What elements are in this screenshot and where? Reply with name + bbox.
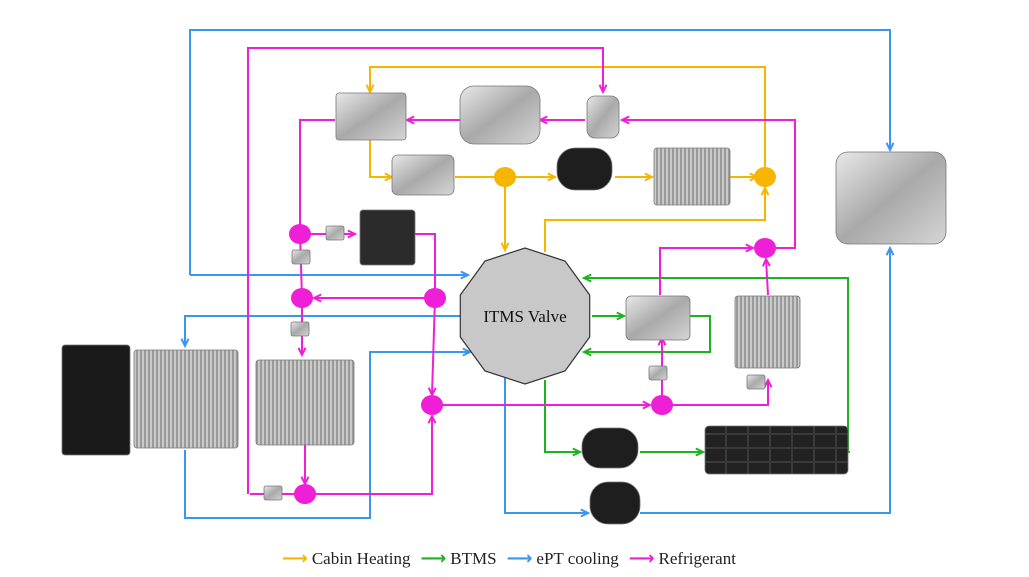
arrowhead-icon: [365, 84, 375, 95]
cabin-heating-line: [369, 66, 766, 170]
legend-label: ePT cooling: [536, 548, 619, 568]
arrow-icon: ⟶: [628, 548, 655, 569]
arrow-icon: ⟶: [506, 548, 533, 569]
refrigerant-line: [247, 47, 604, 494]
arrowhead-icon: [581, 347, 592, 357]
arrowhead-icon: [644, 172, 655, 182]
legend-label: Cabin Heating: [311, 548, 411, 568]
arrowhead-icon: [547, 172, 558, 182]
refrigerant-line: [431, 297, 436, 396]
arrowhead-icon: [500, 242, 510, 253]
junction-node: [494, 167, 516, 187]
arrowhead-icon: [311, 293, 322, 303]
arrowhead-icon: [695, 447, 706, 457]
expansion-valve: [290, 321, 310, 337]
ept-line: [189, 29, 891, 275]
arrowhead-icon: [180, 338, 190, 349]
junction-node: [424, 288, 446, 308]
cabin-heating-line: [544, 188, 766, 252]
arrow-icon: ⟶: [282, 548, 308, 569]
arrowhead-icon: [427, 413, 437, 424]
expansion-valve: [263, 485, 283, 501]
cabin-heating-line: [369, 140, 392, 178]
coolant-pump-btms: [581, 427, 639, 469]
itms-valve-body: [459, 247, 591, 385]
legend-label: BTMS: [450, 548, 497, 568]
heater-core: [653, 147, 731, 206]
arrowhead-icon: [297, 347, 307, 358]
arrowhead-icon: [572, 447, 583, 457]
arrowhead-icon: [616, 311, 627, 321]
condenser: [255, 359, 355, 446]
arrowhead-icon: [581, 273, 592, 283]
junction-node: [651, 395, 673, 415]
arrowhead-icon: [462, 347, 473, 357]
accumulator: [586, 95, 620, 139]
expansion-valve: [648, 365, 668, 381]
ptc-heater: [391, 154, 455, 196]
compressor: [459, 85, 541, 145]
refrigerant-line: [299, 119, 335, 234]
ept-line: [184, 351, 470, 519]
arrowhead-icon: [460, 270, 471, 280]
ept-line: [184, 315, 462, 346]
legend-label: Refrigerant: [658, 548, 736, 568]
junction-node: [289, 224, 311, 244]
itms-valve[interactable]: ITMS Valve: [459, 247, 591, 385]
refrigerant-line: [662, 380, 769, 406]
chiller-right: [625, 295, 691, 341]
refrigerant-line: [305, 416, 433, 495]
junction-node: [291, 288, 313, 308]
expansion-valve: [291, 249, 311, 265]
battery-pack: [704, 425, 849, 475]
junction-node: [421, 395, 443, 415]
electric-motor: [835, 151, 947, 245]
radiator: [133, 349, 239, 449]
arrowhead-icon: [885, 142, 895, 153]
junction-node: [294, 484, 316, 504]
arrowhead-icon: [760, 185, 770, 196]
btms-line: [584, 277, 850, 453]
refrigerant-line: [622, 119, 796, 249]
legend-item-btms: ⟶ BTMS: [420, 548, 496, 569]
fan: [61, 344, 131, 456]
legend-item-refrigerant: ⟶ Refrigerant: [629, 548, 736, 569]
ept-line: [504, 378, 588, 514]
refrigerant-line: [659, 247, 753, 295]
chiller-top: [335, 92, 407, 141]
arrowhead-icon: [598, 84, 608, 95]
arrowhead-icon: [885, 245, 895, 256]
coolant-pump-ept: [589, 481, 641, 525]
arrowhead-icon: [404, 115, 415, 125]
evaporator-right: [734, 295, 801, 369]
arrowhead-icon: [642, 400, 653, 410]
junction-node: [754, 167, 776, 187]
arrow-icon: ⟶: [420, 548, 447, 569]
refrigerant-line: [299, 233, 303, 299]
refrigerant-line: [765, 258, 769, 296]
legend-item-cabin-heating: ⟶ Cabin Heating: [282, 548, 410, 569]
arrowhead-icon: [745, 243, 756, 253]
expansion-valve: [325, 225, 345, 241]
btms-line: [544, 380, 580, 453]
coolant-pump-top: [556, 147, 613, 191]
legend: ⟶ Cabin Heating ⟶ BTMS ⟶ ePT cooling ⟶ R…: [282, 548, 740, 569]
itms-valve-label: ITMS Valve: [483, 307, 566, 326]
expansion-valve: [746, 374, 766, 390]
arrowhead-icon: [347, 229, 358, 239]
legend-item-ept-cooling: ⟶ ePT cooling: [507, 548, 619, 569]
ept-line: [640, 248, 891, 514]
arrowhead-icon: [619, 115, 630, 125]
junction-node: [754, 238, 776, 258]
evaporator-left: [359, 209, 416, 266]
refrigerant-line: [415, 233, 436, 298]
arrowhead-icon: [763, 377, 773, 388]
arrowhead-icon: [580, 508, 591, 518]
arrowhead-icon: [762, 256, 771, 267]
btms-line: [584, 315, 711, 353]
